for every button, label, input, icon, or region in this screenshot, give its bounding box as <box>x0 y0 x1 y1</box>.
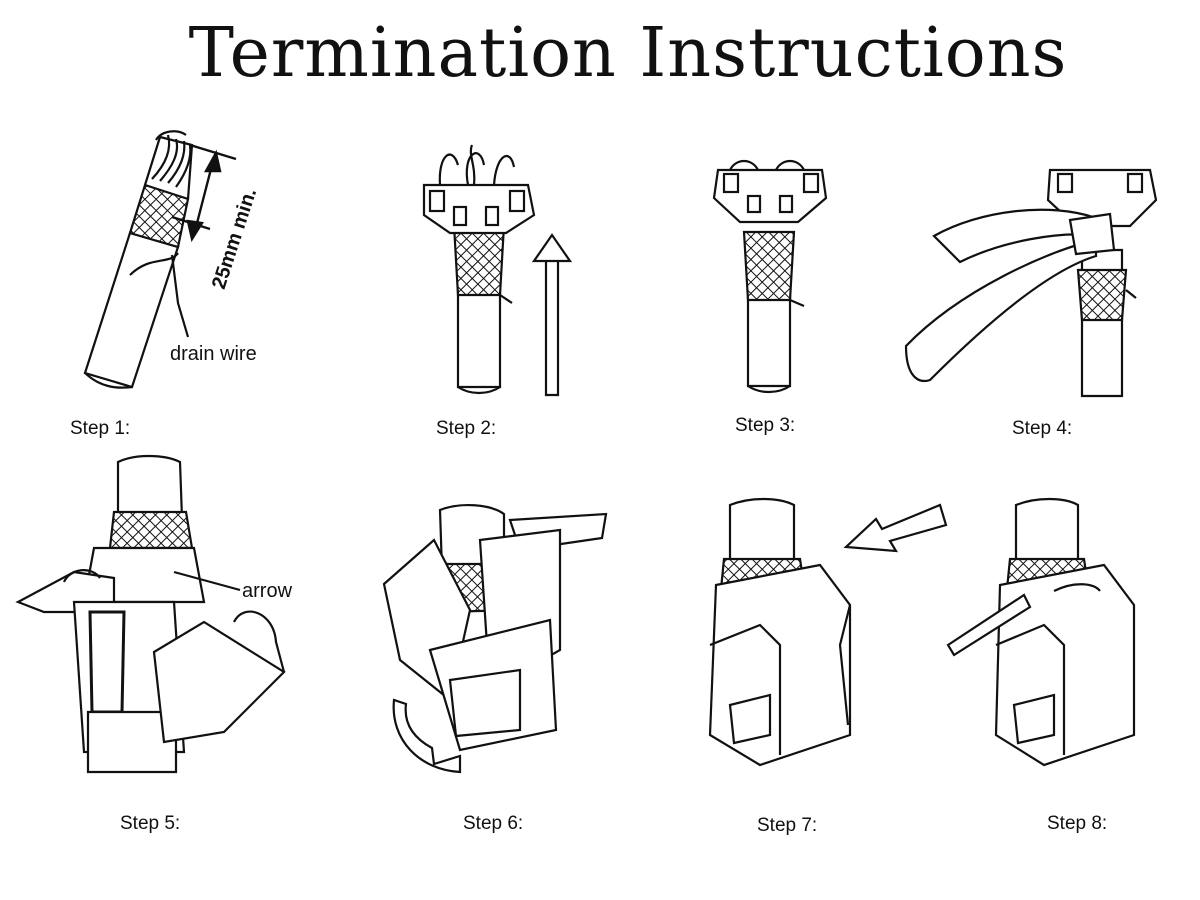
cable-tie-drawing <box>946 497 1136 767</box>
step-5-illustration: arrow <box>14 452 314 792</box>
arrow-label: arrow <box>242 580 293 602</box>
wire-loading-drawing <box>422 144 573 397</box>
step-6-label: Step 6: <box>463 813 524 834</box>
drain-wire-label: drain wire <box>170 343 257 365</box>
step-5-label: Step 5: <box>120 813 181 834</box>
dimension-arrow <box>171 143 237 243</box>
step-8-label: Step 8: <box>1047 813 1108 834</box>
connector-closing-drawing <box>382 503 608 774</box>
step-1-illustration: 25mm min. drain wire <box>60 125 300 405</box>
step-7-illustration <box>700 495 950 790</box>
cable-stripped-drawing <box>83 130 237 389</box>
step-3-label: Step 3: <box>735 415 796 436</box>
step-3-illustration <box>700 140 840 400</box>
step-2-label: Step 2: <box>436 418 497 439</box>
step-4-label: Step 4: <box>1012 418 1073 439</box>
step-1-label: Step 1: <box>70 418 131 439</box>
step-4-illustration <box>900 140 1160 400</box>
step-8-illustration <box>944 495 1164 790</box>
trimming-drawing <box>904 168 1158 398</box>
connector-assembly-drawing <box>15 454 286 774</box>
page-title: Termination Instructions <box>188 14 1068 93</box>
step-7-label: Step 7: <box>757 815 818 836</box>
connector-closed-drawing <box>708 497 948 767</box>
wires-seated-drawing <box>712 159 828 394</box>
step-2-illustration <box>410 125 600 405</box>
step-6-illustration <box>370 500 620 790</box>
